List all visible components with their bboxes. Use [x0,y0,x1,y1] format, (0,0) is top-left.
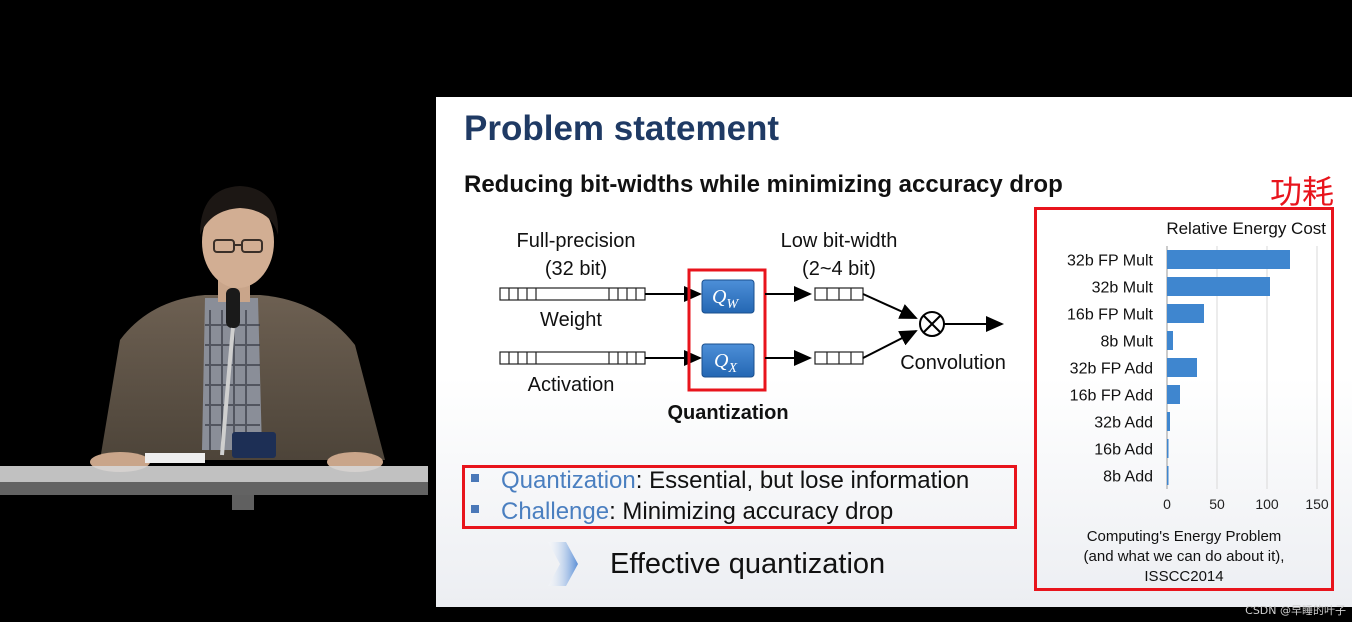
x-tick-label: 100 [1255,496,1279,512]
category-label: 32b FP Mult [1067,253,1154,270]
speaker-illustration [0,186,428,510]
bullet-highlight-box: Quantization: Essential, but lose inform… [462,465,1017,529]
podium-top [0,466,428,482]
energy-chart-box: Relative Energy Cost 32b FP Mult 32b Mult… [1034,207,1334,591]
x-tick-label: 50 [1209,496,1225,512]
speaker-video [0,150,430,510]
effective-quantization-text: Effective quantization [610,547,886,580]
energy-bar [1167,304,1204,323]
quantization-box [687,268,767,392]
chevron-right-icon [548,542,578,586]
convolution-operator [919,311,945,337]
low-bit-activation-register [814,351,864,365]
presentation-slide: Problem statement Reducing bit-widths wh… [436,97,1352,607]
energy-bar [1167,277,1270,296]
energy-bar [1167,250,1290,269]
quantization-label: Quantization [667,402,789,424]
category-label: 32b FP Add [1070,361,1153,378]
bullet-square-icon [471,473,479,482]
qx-block [701,343,755,378]
energy-bar [1167,466,1169,485]
activation-register [499,351,646,365]
bullet-square-icon [471,504,479,513]
watermark: CSDN @早睡的叶子 [1245,604,1346,617]
slide-subtitle: Reducing bit-widths while minimizing acc… [464,171,1063,198]
chart-caption-line: ISSCC2014 [1144,568,1223,585]
energy-bar [1167,331,1173,350]
full-precision-bits: (32 bit) [544,258,608,280]
full-precision-label: Full-precision [516,230,636,252]
category-label: 8b Add [1103,469,1153,486]
energy-bar [1167,385,1180,404]
low-bitwidth-bits: (2~4 bit) [802,258,876,280]
badge [232,432,276,458]
energy-bar [1167,439,1169,458]
effective-quantization-row: Effective quantization [544,540,885,588]
energy-annotation: 功耗 [1269,173,1334,211]
category-label: 16b FP Mult [1067,307,1154,324]
chart-caption-line: Computing's Energy Problem [1087,528,1282,545]
category-label: 32b Add [1094,415,1153,432]
low-bit-weight-register [814,287,864,301]
x-tick-label: 0 [1163,496,1171,512]
category-label: 32b Mult [1092,280,1154,297]
energy-bar [1167,358,1197,377]
quantization-diagram: QW QX [499,268,1004,392]
low-bitwidth-label: Low bit-width [780,230,898,252]
convolution-label: Convolution [900,352,1006,374]
category-label: 8b Mult [1101,334,1154,351]
x-tick-label: 150 [1305,496,1329,512]
chart-title: Relative Energy Cost [1166,219,1326,238]
activation-label: Activation [527,374,615,396]
chart-caption-line: (and what we can do about it), [1084,548,1285,565]
energy-bar [1167,412,1170,431]
bullet-item-quantization: Quantization: Essential, but lose inform… [471,467,969,495]
qw-block [701,279,755,314]
energy-bar-chart: Relative Energy Cost 32b FP Mult 32b Mult… [1067,219,1329,585]
microphone [226,288,240,328]
category-label: 16b Add [1094,442,1153,459]
hair [200,186,279,235]
weight-register [499,287,646,301]
weight-label: Weight [540,309,602,331]
slide-title: Problem statement [464,109,780,148]
qx-text: QX [714,350,737,376]
category-label: 16b FP Add [1070,388,1153,405]
face [202,196,274,288]
qw-text: QW [712,286,739,312]
bullet-item-challenge: Challenge: Minimizing accuracy drop [471,498,893,526]
